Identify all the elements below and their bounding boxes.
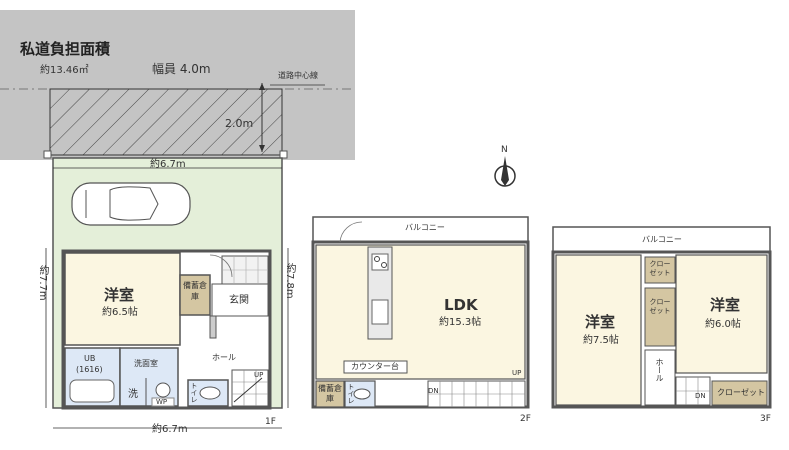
floor3-room-left-name: 洋室 [585,313,616,331]
floor3-closet-mid-label: クローゼット [649,298,671,315]
road-center-line-label: 道路中心線 [278,71,318,80]
dimension-lines [45,167,289,429]
floor2-ldk-name: LDK [444,296,478,314]
floor2-ldk [315,244,526,380]
private-road-title: 私道負担面積 [20,40,111,58]
floor1-bedroom [64,252,181,346]
compass-icon [494,156,516,187]
floor3-room-left [555,254,642,406]
floor3-room-right [675,254,768,374]
private-road-area: 約13.46㎡ [40,65,89,76]
floor3-balcony-label: バルコニー [642,235,682,244]
floor1-entrance-label: 玄関 [229,295,249,306]
floor3-closet-top-label: クローゼット [649,260,671,277]
floor3-closet-top [644,256,676,284]
floor3-dn-label: DN [695,392,706,400]
floor2-floor-label: 2F [520,414,531,424]
lot-depth-left: 約7.7m [37,265,48,301]
floor2-storage [315,380,345,408]
floor3-hall [644,349,676,406]
floor1-toilet-label: トイレ [190,382,198,403]
floor3-hall-label: ホール [655,358,664,382]
floor1-laundry-label: 洗 [128,389,138,400]
floor2-counter-label: カウンター台 [351,362,399,371]
floor1-washroom-label: 洗面室 [134,359,158,368]
floor2-toilet-label: トイレ [347,383,355,404]
floor3-room-right-area: 約6.0帖 [705,319,741,330]
floor2-plan [311,216,530,409]
lot-width-top: 約6.7m [150,159,186,170]
floor2-dn-label: DN [428,387,439,395]
private-road-hatch [49,88,283,156]
car-icon [71,182,191,226]
floor1-plan [61,249,272,410]
floor2-balcony-label: バルコニー [405,223,445,232]
floor1-shoe-storage [209,315,217,339]
floor3-closet-bottom-label: クローゼット [717,388,765,397]
floor3-room-right-name: 洋室 [710,296,741,314]
floor3-floor-label: 3F [760,414,771,424]
floor1-storage [179,274,211,316]
floor1-up-label: UP [254,371,264,379]
floor3-closet-bottom [711,380,768,406]
floor2-ldk-area: 約15.3帖 [439,317,482,328]
lot-depth-right: 約7.8m [284,263,295,299]
floor1-bedroom-name: 洋室 [104,286,135,304]
floor1-wp-label: WP [156,398,168,406]
road-width-label: 幅員 4.0m [152,62,211,76]
floor2-up-label: UP [512,369,522,377]
floor3-closet-mid [644,287,676,347]
floor1-washroom [119,347,179,407]
floor1-bedroom-area: 約6.5帖 [102,307,138,318]
floor1-floor-label: 1F [265,417,276,427]
floor3-room-left-area: 約7.5帖 [583,335,619,346]
floor3-plan [551,226,772,409]
floor2-storage-label: 備蓄倉庫 [318,384,342,403]
floor1-ub-label: UB [84,354,96,363]
setback-label: 2.0m [225,117,254,130]
floor1-ub-size: (1616) [76,365,103,374]
floor1-hall-label: ホール [212,353,236,362]
lot-width-bottom: 約6.7m [152,424,188,435]
road-area [0,10,355,160]
floor1-entrance [211,283,269,317]
floor2-counter [343,360,408,374]
floor2-balcony [312,216,529,243]
floor1-storage-label: 備蓄倉庫 [183,281,207,301]
north-label: N [501,145,508,155]
